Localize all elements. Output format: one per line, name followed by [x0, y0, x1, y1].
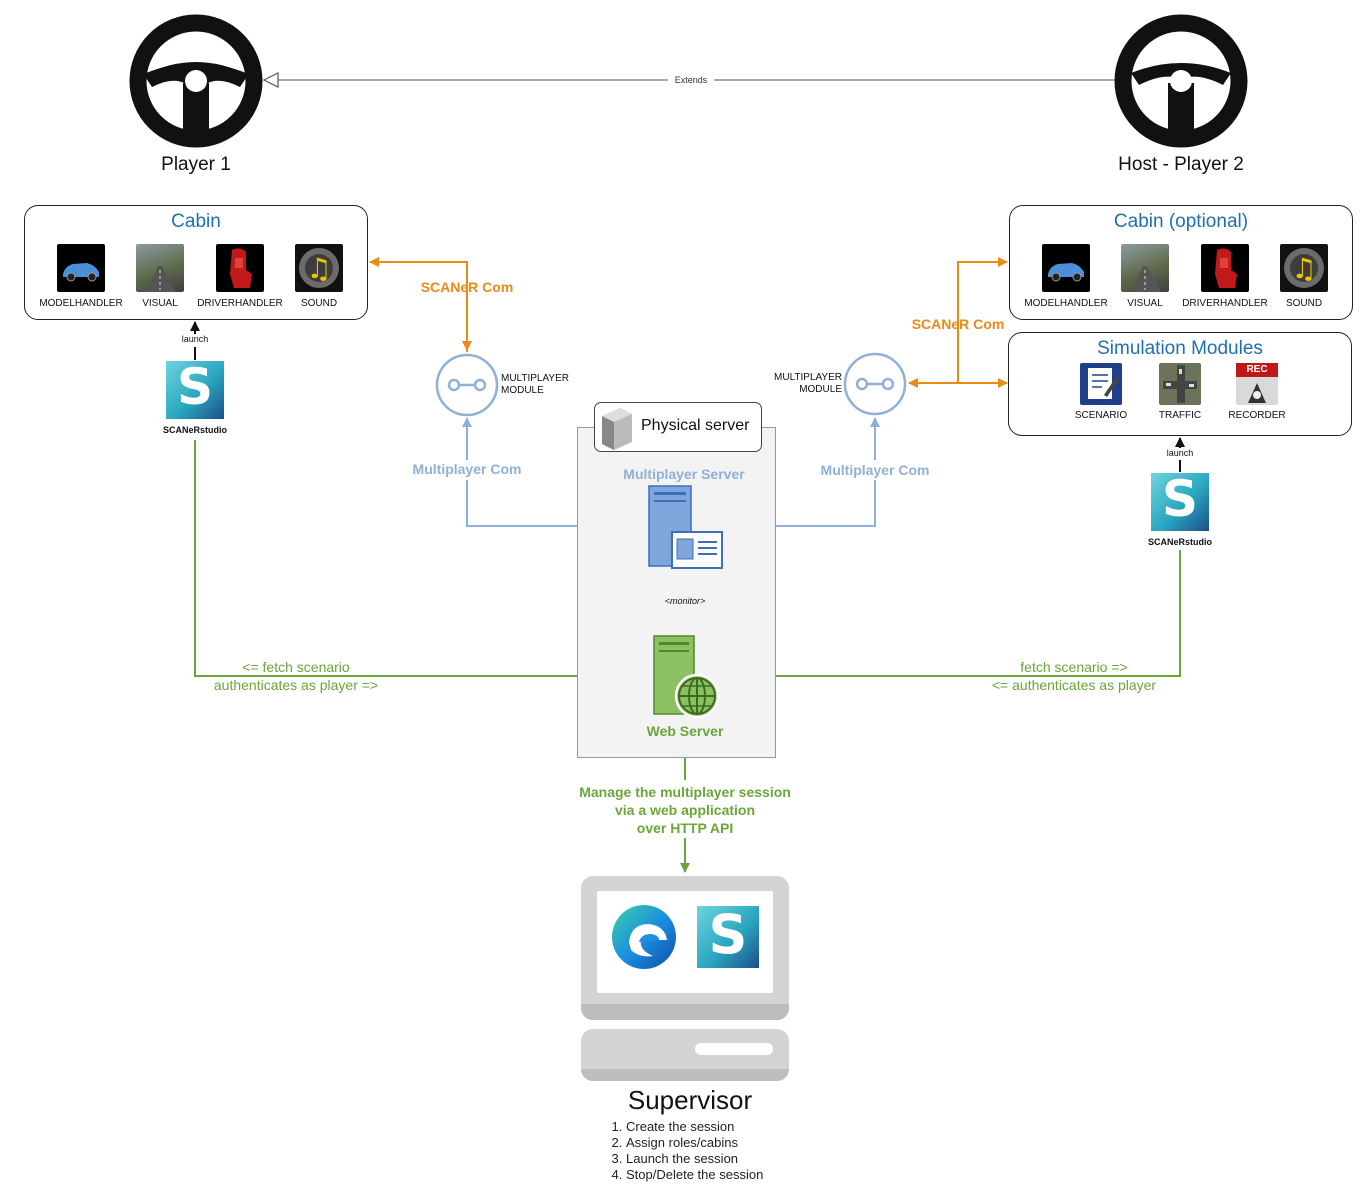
scanerstudio-logo-icon: S [697, 903, 759, 968]
fetch-label-right-1: fetch scenario => [1020, 659, 1128, 675]
multiplayer-module-label-right: MODULE [799, 384, 842, 395]
cabin-left-box: Cabin MODELHANDLER VISUAL DRIVERHANDLER … [24, 205, 368, 320]
multiplayer-com-label-right: Multiplayer Com [805, 462, 945, 478]
player1-label: Player 1 [161, 154, 231, 175]
manage-label-3: over HTTP API [636, 820, 734, 836]
simulation-modules-title: Simulation Modules [1097, 338, 1263, 359]
car-seat-icon [1201, 244, 1249, 292]
scanerstudio-logo-icon: S [166, 358, 224, 419]
logo-letter: S [1161, 470, 1198, 528]
cabin-left-module-label: VISUAL [142, 298, 178, 309]
road-view-icon [136, 244, 184, 292]
cabin-right-box: Cabin (optional) MODELHANDLER VISUAL DRI… [1009, 205, 1353, 320]
steering-wheel-icon [1114, 14, 1248, 148]
web-server-icon [653, 635, 720, 719]
simulation-module-label: RECORDER [1228, 410, 1286, 421]
cabin-right-module-label: VISUAL [1127, 298, 1163, 309]
music-note-icon: ♫ [295, 244, 343, 292]
physical-server-label: Physical server [641, 417, 750, 434]
simulation-module-label: TRAFFIC [1158, 410, 1202, 421]
recorder-icon: REC [1236, 363, 1278, 405]
supervisor-step: Stop/Delete the session [626, 1167, 763, 1183]
launch-label-left: launch [181, 334, 209, 344]
recorder-badge: REC [1246, 364, 1268, 375]
steering-wheel-icon [129, 14, 263, 148]
multiplayer-module-label-right: MULTIPLAYER [774, 372, 842, 383]
multiplayer-com-label-left: Multiplayer Com [397, 461, 537, 477]
edge-browser-icon [612, 905, 676, 969]
multiplayer-module-label-left: MODULE [501, 385, 544, 396]
fetch-label-left-1: <= fetch scenario [242, 659, 350, 675]
launch-connectors [190, 321, 1185, 472]
fetch-scenario-connectors [194, 440, 1181, 873]
multiplayer-module-label-left: MULTIPLAYER [501, 373, 569, 384]
cabin-left-title: Cabin [171, 211, 221, 232]
scanerstudio-label-left: SCANeRstudio [162, 425, 227, 435]
scanerstudio-label-right: SCANeRstudio [1147, 537, 1212, 547]
multiplayer-server-label: Multiplayer Server [623, 466, 745, 482]
logo-letter: S [176, 358, 213, 416]
web-server-label: Web Server [646, 723, 724, 739]
supervisor-step: Launch the session [626, 1151, 763, 1167]
supervisor-keyboard [581, 1029, 789, 1081]
cabin-left-module-label: SOUND [300, 298, 338, 309]
car-icon [57, 244, 105, 292]
cabin-left-module-label: MODELHANDLER [39, 298, 123, 309]
simulation-modules-box: Simulation Modules SCENARIO TRAFFIC REC … [1008, 332, 1352, 436]
scaner-com-label-right: SCANeR Com [911, 316, 1005, 332]
logo-letter: S [708, 903, 748, 966]
svg-text:♫: ♫ [1291, 252, 1316, 285]
simulation-module-label: SCENARIO [1074, 410, 1128, 421]
svg-text:♫: ♫ [306, 252, 331, 285]
multiplayer-module-icon [843, 352, 907, 416]
music-note-icon: ♫ [1280, 244, 1328, 292]
monitor-label: <monitor> [645, 596, 725, 606]
player2-label: Host - Player 2 [1118, 154, 1244, 175]
manage-label-2: via a web application [614, 802, 756, 818]
scanerstudio-logo-icon: S [1151, 470, 1209, 531]
fetch-label-right-2: <= authenticates as player [974, 677, 1174, 693]
cabin-right-module-label: DRIVERHANDLER [1182, 298, 1268, 309]
road-view-icon [1121, 244, 1169, 292]
supervisor-step: Create the session [626, 1119, 763, 1135]
supervisor-step: Assign roles/cabins [626, 1135, 763, 1151]
traffic-icon [1159, 363, 1201, 405]
scaner-com-left-connector [369, 257, 472, 352]
server-tower-icon [602, 408, 632, 450]
manage-label-1: Manage the multiplayer session [579, 784, 791, 800]
cabin-right-title: Cabin (optional) [1113, 211, 1249, 232]
scaner-com-label-left: SCANeR Com [420, 279, 514, 295]
multiplayer-module-icon [435, 353, 499, 417]
fetch-label-left-2: authenticates as player => [196, 677, 396, 693]
supervisor-title: Supervisor [627, 1085, 753, 1115]
multiplayer-server-icon [648, 485, 723, 569]
cabin-right-module-label: MODELHANDLER [1024, 298, 1108, 309]
extends-label: Extends [668, 75, 714, 85]
scenario-document-icon [1080, 363, 1122, 405]
car-icon [1042, 244, 1090, 292]
physical-server-header: Physical server [594, 402, 762, 452]
launch-label-right: launch [1166, 448, 1194, 458]
car-seat-icon [216, 244, 264, 292]
scaner-com-right-connector [908, 257, 1008, 388]
cabin-right-module-label: SOUND [1285, 298, 1323, 309]
supervisor-steps: Create the session Assign roles/cabins L… [610, 1119, 763, 1183]
cabin-left-module-label: DRIVERHANDLER [197, 298, 283, 309]
